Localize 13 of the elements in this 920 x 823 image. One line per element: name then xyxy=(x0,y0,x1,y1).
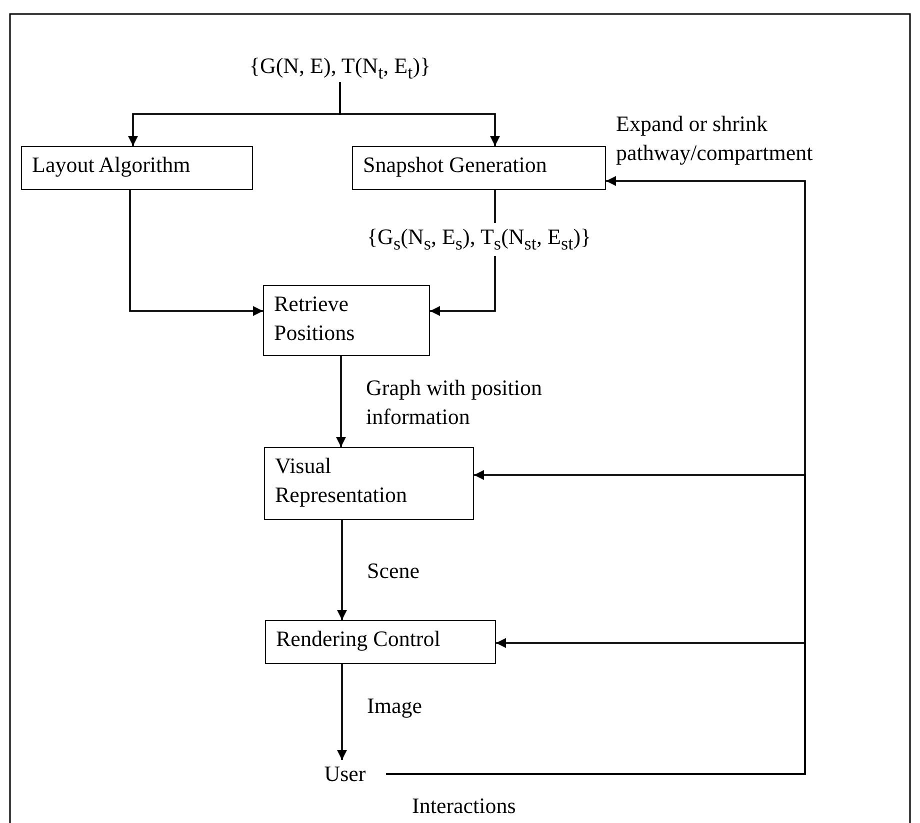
process-box: Visual Representation xyxy=(264,447,474,520)
process-box: Retrieve Positions xyxy=(263,285,430,356)
arrow xyxy=(337,520,347,620)
process-box: Layout Algorithm xyxy=(21,146,253,190)
arrow xyxy=(129,190,263,316)
user-label: User xyxy=(310,760,380,788)
arrow xyxy=(339,82,500,146)
input-label: {G(N, E), T(N$_{t}$, E$_{t}$)} xyxy=(180,52,500,82)
arrow xyxy=(386,638,806,775)
process-box: Snapshot Generation xyxy=(352,146,606,190)
arrow xyxy=(336,356,346,447)
arrow xyxy=(337,664,347,760)
process-box: Rendering Control xyxy=(265,620,496,664)
